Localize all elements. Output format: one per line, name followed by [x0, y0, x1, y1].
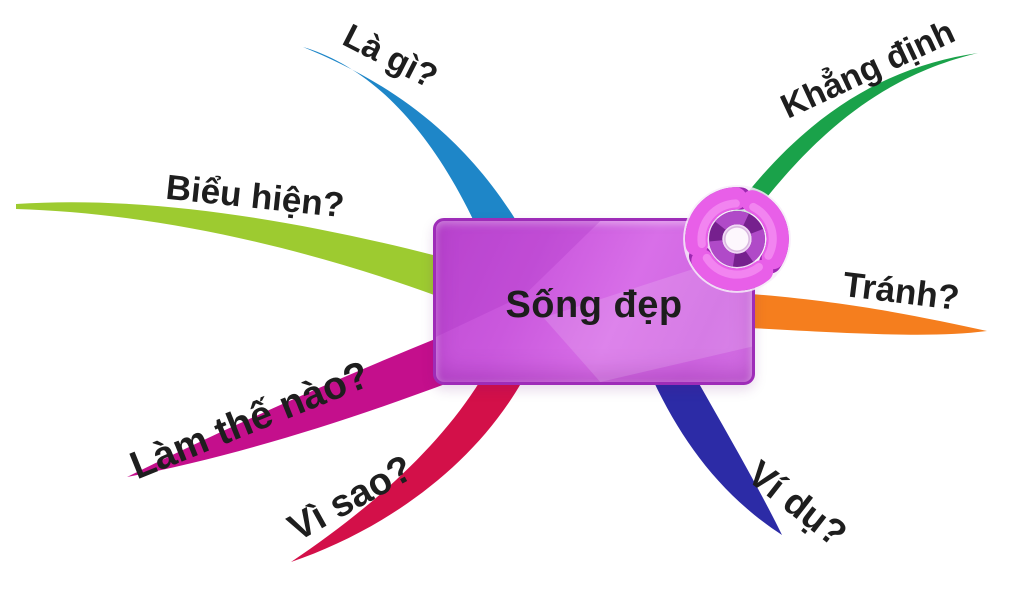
branch-curve-vi-sao[interactable] — [291, 378, 524, 562]
pinwheel-center-dot — [724, 226, 750, 252]
central-topic-label: Sống đẹp — [505, 284, 683, 326]
branch-curve-vi-du[interactable] — [653, 380, 782, 535]
branch-curve-tranh[interactable] — [751, 294, 987, 335]
branch-curve-bieu-hien[interactable] — [16, 202, 437, 296]
branch-curve-la-gi[interactable] — [303, 47, 523, 232]
pinwheel-icon[interactable] — [676, 178, 798, 300]
branch-curve-lam-the-nao[interactable] — [127, 337, 469, 477]
pinwheel-blade-highlights — [697, 199, 777, 279]
pinwheel-blades — [685, 187, 789, 291]
pinwheel-inner-ring-segments — [709, 211, 765, 267]
